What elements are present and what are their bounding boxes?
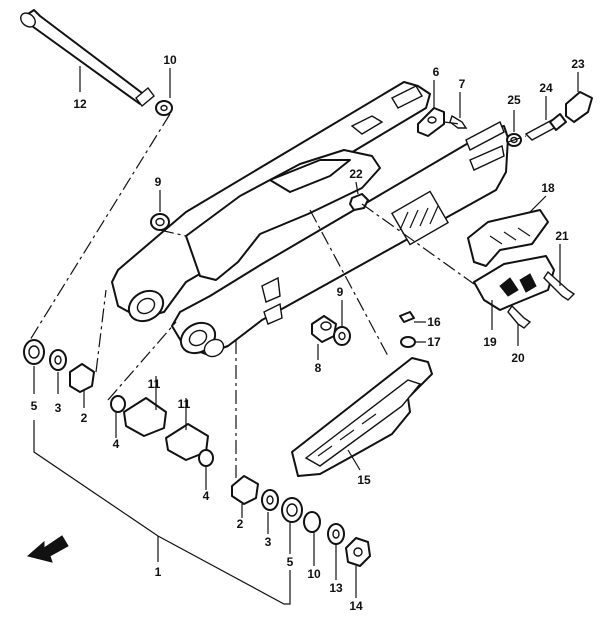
callout-3-right: 3 [265,535,272,549]
callout-10-bottom: 10 [307,567,321,581]
callout-10-top: 10 [163,53,177,67]
callout-2-left: 2 [81,411,88,425]
callout-18: 18 [541,181,555,195]
chain-buffer [291,357,433,477]
callout-11-right: 11 [178,397,191,411]
callout-4-right: 4 [203,489,210,503]
callout-13: 13 [329,581,343,595]
callout-20: 20 [511,351,525,365]
small-parts [23,91,593,567]
callout-11-left: 11 [148,377,161,391]
callout-12: 12 [73,97,87,111]
leader-lines [33,66,579,605]
callout-24: 24 [539,81,553,95]
alignment-lines [29,113,527,478]
callout-1: 1 [155,565,162,579]
callout-14: 14 [349,599,363,613]
callout-7: 7 [459,77,466,91]
callout-6: 6 [433,65,440,79]
callout-19: 19 [483,335,497,349]
callout-8: 8 [315,361,322,375]
callout-2-right: 2 [237,517,244,531]
callout-16: 16 [427,315,441,329]
callout-25: 25 [507,93,521,107]
swingarm-body [111,81,509,358]
callout-5-left: 5 [31,399,38,413]
callout-21: 21 [555,229,569,243]
front-arrow-icon [26,535,69,563]
callout-15: 15 [357,473,371,487]
pivot-shaft [20,9,155,108]
callout-5-right: 5 [287,555,294,569]
callout-4-left: 4 [113,437,120,451]
callout-3-left: 3 [55,401,62,415]
callout-9-right: 9 [337,285,344,299]
callout-9-upper: 9 [155,175,162,189]
callout-17: 17 [427,335,441,349]
callout-23: 23 [571,57,585,71]
callout-labels: 12 10 9 6 7 25 24 23 22 18 21 9 16 17 19… [31,53,585,613]
callout-22: 22 [349,167,363,181]
chain-guide [467,209,555,311]
